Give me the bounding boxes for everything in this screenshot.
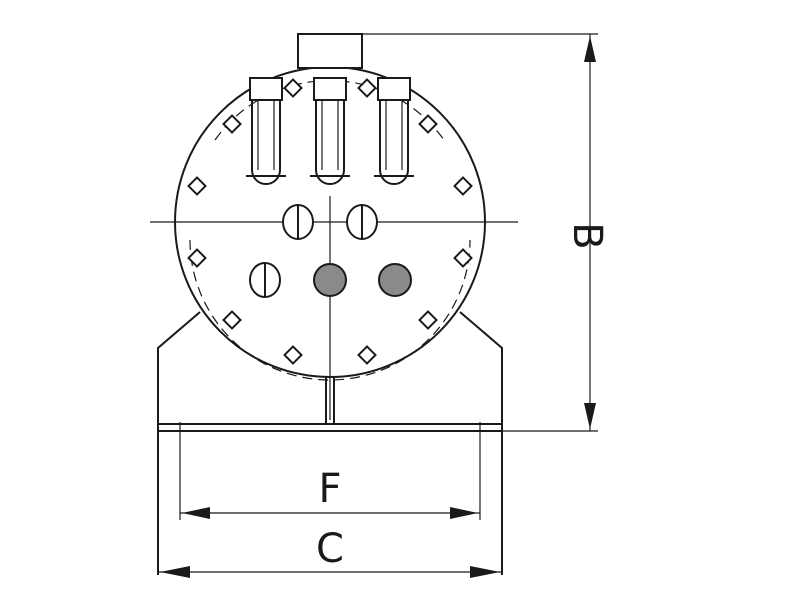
- bolt: [418, 114, 438, 134]
- port-lower-center: [313, 263, 347, 297]
- dimension-c: C: [158, 526, 502, 578]
- heater-element-left: [246, 77, 286, 185]
- bolt: [453, 248, 473, 268]
- bolt: [222, 114, 242, 134]
- saddle-support: [157, 311, 503, 575]
- center-ports: [282, 204, 378, 240]
- bolt: [357, 78, 377, 98]
- bolt: [418, 310, 438, 330]
- flange-bolts: [187, 78, 473, 365]
- heater-element-right: [374, 77, 414, 185]
- drain-stem: [325, 377, 335, 425]
- top-nozzle: [297, 33, 363, 69]
- dimension-c-label: C: [316, 526, 344, 572]
- dimension-b-label: B: [564, 222, 610, 249]
- port-lower-left: [249, 262, 281, 298]
- dimension-f-label: F: [318, 466, 341, 512]
- heater-elements: [246, 77, 414, 185]
- bolt: [453, 176, 473, 196]
- dimension-b: B: [362, 33, 610, 432]
- bolt: [187, 248, 207, 268]
- lower-ports: [249, 262, 412, 298]
- bolt: [222, 310, 242, 330]
- bolt: [283, 78, 303, 98]
- dimension-f: F: [179, 422, 481, 520]
- port-right: [346, 204, 378, 240]
- bolt: [357, 345, 377, 365]
- inner-bolt-arc-lower: [189, 239, 471, 381]
- port-lower-right: [378, 263, 412, 297]
- bolt: [283, 345, 303, 365]
- center-lines: [150, 196, 518, 420]
- bolt: [187, 176, 207, 196]
- heater-element-center: [310, 77, 350, 185]
- port-left: [282, 204, 314, 240]
